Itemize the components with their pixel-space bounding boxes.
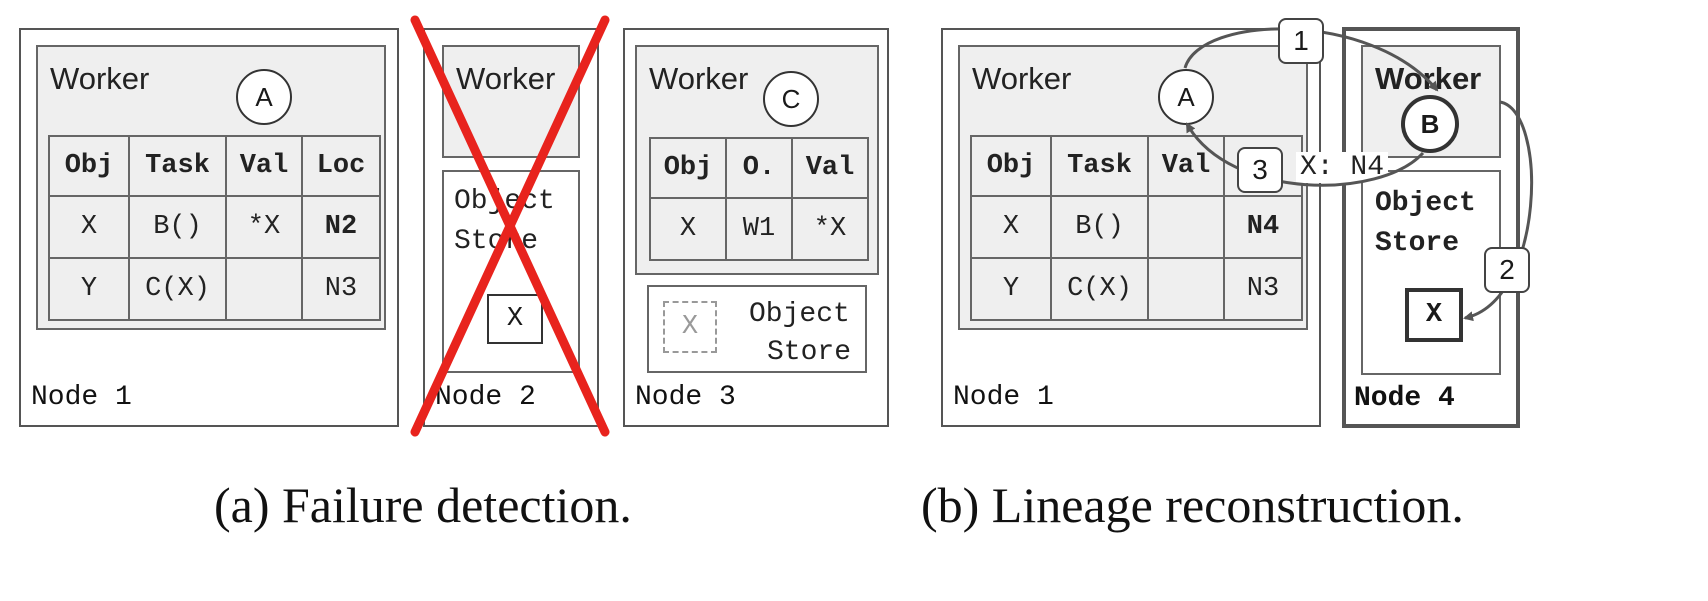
step-2-label: 2: [1484, 247, 1530, 293]
table-cell: X: [48, 195, 130, 259]
table-header: Obj: [649, 137, 727, 199]
table-header: Obj: [48, 135, 130, 197]
object-store: Object Store X: [1361, 170, 1501, 375]
worker-label: Worker: [50, 61, 150, 96]
table-header: Obj: [970, 135, 1052, 197]
table-header: Task: [1050, 135, 1149, 197]
worker-panel: Worker C Obj O. Val X W1 *X: [635, 45, 879, 275]
arrow-step-2: [1463, 100, 1533, 322]
table-header: O.: [725, 137, 793, 199]
table-cell: C(X): [128, 257, 227, 321]
table-cell: [1147, 195, 1225, 259]
cross-line: [410, 15, 610, 437]
table-cell: [1147, 257, 1225, 321]
object-store-label: Store: [1375, 228, 1460, 259]
table-header: Val: [791, 137, 869, 199]
table-cell: Y: [48, 257, 130, 321]
object-store: Object Store X: [442, 170, 580, 373]
updated-location-cell: N4: [1223, 195, 1303, 259]
node-label: Node 4: [1354, 383, 1455, 414]
object-store-label: Object: [1375, 188, 1476, 219]
ownership-table: Obj Task Val Loc X B() *X N2 Y C(X) N3: [48, 135, 381, 321]
node-label: Node 1: [31, 382, 132, 413]
caption-b: (b) Lineage reconstruction.: [921, 477, 1464, 533]
object-store-label: Store: [767, 337, 852, 368]
object-x-box: X: [487, 294, 543, 344]
object-store-label: Object: [749, 299, 850, 330]
failed-location-cell: N2: [301, 195, 381, 259]
table-cell: *X: [225, 195, 303, 259]
arrow-step-3: [1185, 122, 1425, 187]
worker-panel: Worker: [442, 45, 580, 158]
worker-label: Worker: [456, 61, 556, 96]
caption-a: (a) Failure detection.: [214, 477, 632, 533]
worker-panel: Worker A Obj Task Val Loc X B() *X N2 Y …: [36, 45, 386, 330]
reconstructed-object-x-box: X: [1405, 288, 1463, 342]
object-store: X Object Store: [647, 285, 867, 373]
table-cell: N3: [301, 257, 381, 321]
table-cell: X: [649, 197, 727, 261]
missing-object-x-box: X: [663, 301, 717, 353]
node-label: Node 2: [435, 382, 536, 413]
node-1-b: Worker A Obj Task Val X B() N4 Y C(X): [941, 28, 1321, 427]
table-header: Val: [225, 135, 303, 197]
node-3: Worker C Obj O. Val X W1 *X X Object Sto…: [623, 28, 889, 427]
table-cell: B(): [1050, 195, 1149, 259]
panel-a: Worker A Obj Task Val Loc X B() *X N2 Y …: [19, 15, 889, 533]
task-a-circle: A: [1158, 69, 1214, 125]
table-header: Val: [1147, 135, 1225, 197]
table-cell: W1: [725, 197, 793, 261]
table-cell: X: [970, 195, 1052, 259]
step-3-label: 3: [1237, 147, 1283, 193]
node-label: Node 1: [953, 382, 1054, 413]
table-cell: Y: [970, 257, 1052, 321]
location-message: X: N4: [1296, 152, 1389, 183]
failure-cross-icon: [410, 15, 610, 437]
table-cell: *X: [791, 197, 869, 261]
task-a-circle: A: [236, 69, 292, 125]
ownership-table: Obj Task Val X B() N4 Y C(X) N3: [970, 135, 1303, 321]
ownership-table: Obj O. Val X W1 *X: [649, 137, 869, 261]
worker-panel: Worker A Obj Task Val X B() N4 Y C(X): [958, 45, 1308, 330]
node-label: Node 3: [635, 382, 736, 413]
node-1-a: Worker A Obj Task Val Loc X B() *X N2 Y …: [19, 28, 399, 427]
table-cell: N3: [1223, 257, 1303, 321]
task-b-circle: B: [1401, 95, 1459, 153]
step-1-label: 1: [1278, 18, 1324, 64]
table-cell: C(X): [1050, 257, 1149, 321]
table-cell: [225, 257, 303, 321]
node-4: Worker Object Store X Node 4: [1342, 27, 1520, 428]
table-header: Task: [128, 135, 227, 197]
worker-label: Worker: [972, 61, 1072, 96]
worker-label: Worker: [649, 61, 749, 96]
table-header: Loc: [301, 135, 381, 197]
table-cell: B(): [128, 195, 227, 259]
task-c-circle: C: [763, 71, 819, 127]
